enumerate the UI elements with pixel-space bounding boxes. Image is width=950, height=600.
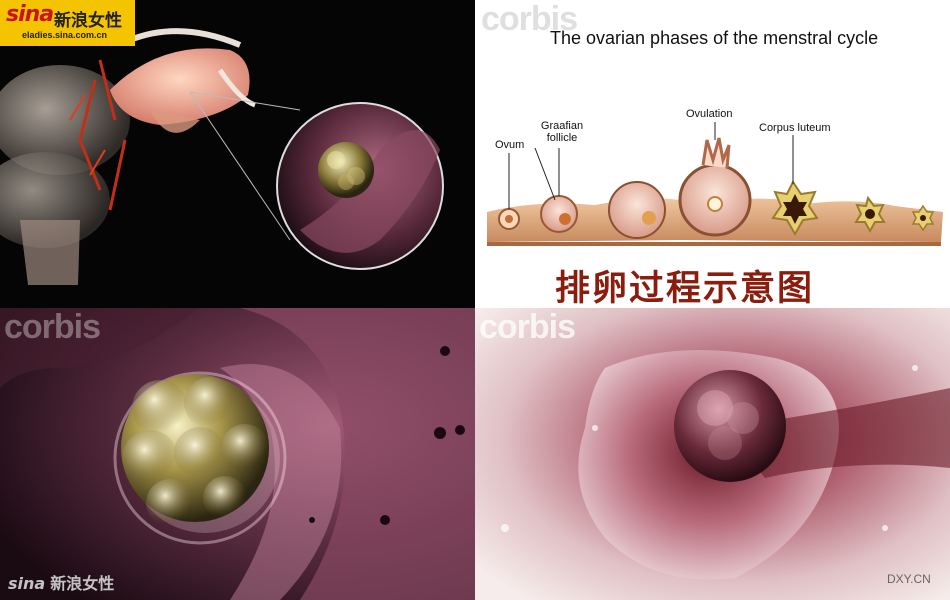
label-graafian-line1: Graafian (540, 120, 584, 132)
anatomy-panel: sina 新浪女性 eladies.sina.com.cn (0, 0, 475, 308)
sina-logo-url: eladies.sina.com.cn (22, 30, 108, 40)
ovary-surface-panel: corbis DXY.CN (475, 308, 950, 600)
chinese-caption: 排卵过程示意图 (555, 269, 815, 308)
sina-logo-word: sina (6, 2, 54, 27)
label-corpus-luteum: Corpus luteum (759, 122, 831, 134)
corbis-watermark: corbis (4, 308, 101, 346)
anatomy-illustration (0, 28, 444, 285)
sina-logo[interactable]: sina 新浪女性 eladies.sina.com.cn (0, 0, 135, 46)
label-graafian-follicle: Graafian follicle (535, 120, 589, 144)
label-graafian-line2: follicle (546, 132, 578, 144)
label-ovum: Ovum (495, 139, 525, 151)
sina-watermark-word: sina (8, 574, 46, 593)
egg-closeup-illustration (0, 308, 475, 600)
label-ovulation: Ovulation (686, 108, 733, 120)
sina-logo-chinese: 新浪女性 (54, 11, 122, 31)
corbis-watermark: corbis (481, 0, 578, 38)
egg-closeup-panel: corbis sina 新浪女性 (0, 308, 475, 600)
dxy-watermark: DXY.CN (887, 572, 931, 586)
ovarian-phases-diagram: corbis The ovarian ph (475, 0, 950, 308)
ovary-cross-section (487, 122, 943, 246)
ovary-surface-illustration (475, 308, 950, 600)
corbis-watermark: corbis (479, 308, 576, 346)
sina-watermark: sina 新浪女性 (8, 570, 114, 594)
sina-watermark-chinese: 新浪女性 (50, 574, 115, 593)
diagram-title: The ovarian phases of the menstral cycle (550, 28, 879, 48)
